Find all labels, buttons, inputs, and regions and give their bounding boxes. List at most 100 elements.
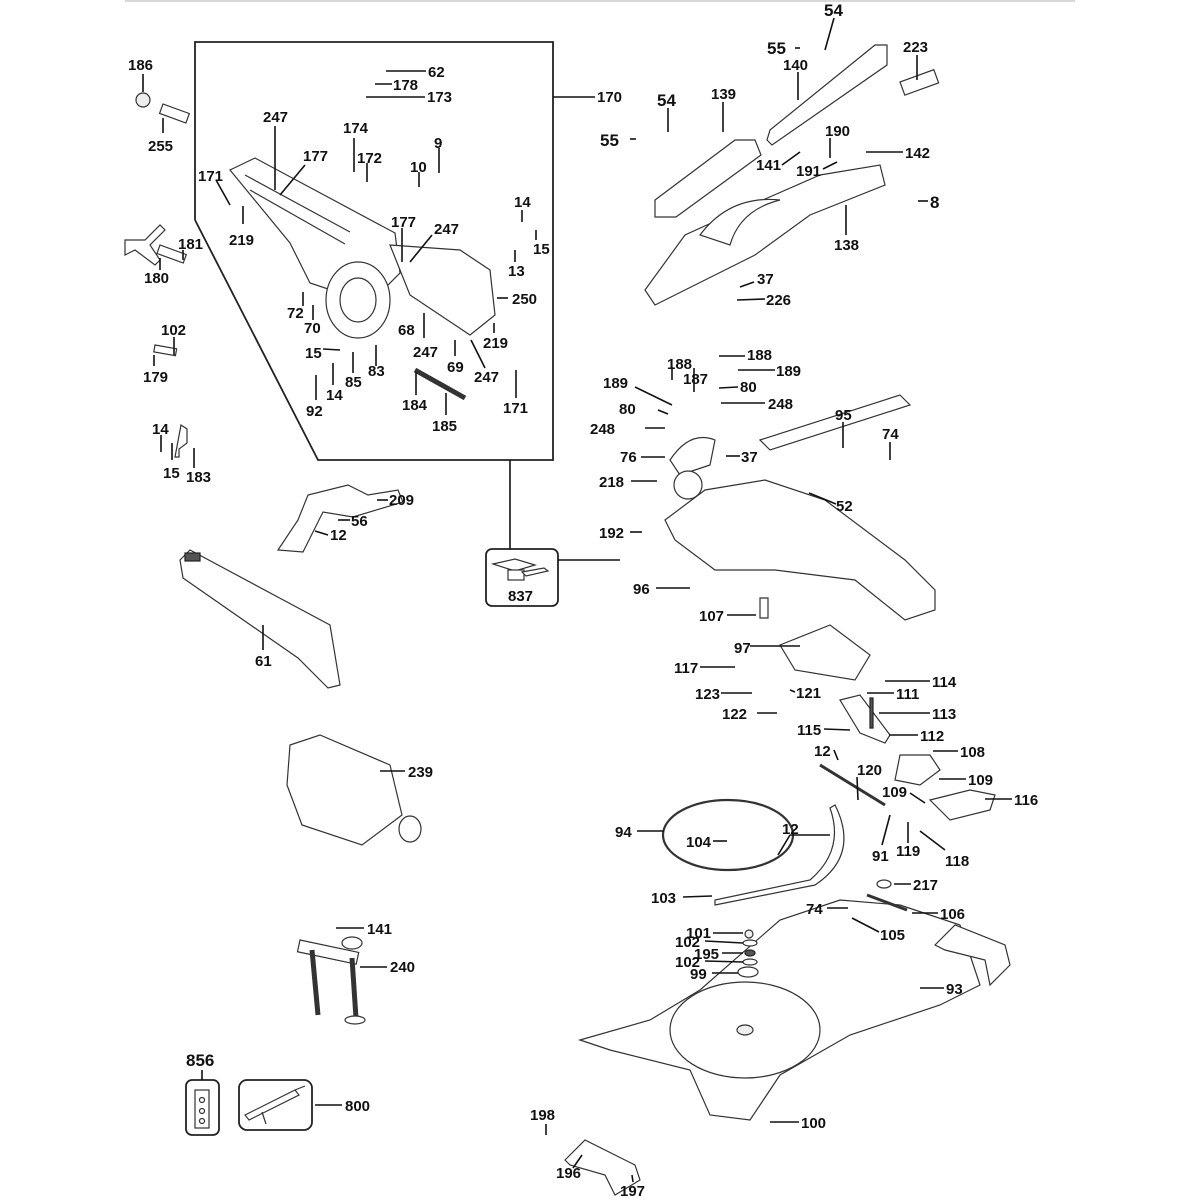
part-label[interactable]: 247	[413, 344, 438, 361]
part-label[interactable]: 189	[603, 375, 628, 392]
part-label[interactable]: 106	[940, 906, 965, 923]
switch-kit-box-856[interactable]	[185, 1070, 220, 1136]
part-label[interactable]: 55	[767, 39, 786, 58]
part-label[interactable]: 52	[836, 498, 853, 515]
part-label[interactable]: 180	[144, 270, 169, 287]
part-label[interactable]: 191	[796, 163, 821, 180]
part-label[interactable]: 8	[930, 193, 939, 212]
part-label[interactable]: 74	[806, 901, 823, 918]
part-label[interactable]: 83	[368, 363, 385, 380]
part-label[interactable]: 223	[903, 39, 928, 56]
part-label[interactable]: 141	[367, 921, 392, 938]
part-label[interactable]: 70	[304, 320, 321, 337]
part-label[interactable]: 247	[474, 369, 499, 386]
part-label[interactable]: 141	[756, 157, 781, 174]
part-label[interactable]: 37	[741, 449, 758, 466]
part-label[interactable]: 172	[357, 150, 382, 167]
part-label[interactable]: 114	[932, 674, 957, 691]
part-label[interactable]: 248	[590, 421, 615, 438]
part-label[interactable]: 117	[674, 660, 698, 677]
part-label[interactable]: 188	[667, 356, 692, 373]
part-label[interactable]: 184	[402, 397, 428, 414]
part-label[interactable]: 177	[391, 214, 416, 231]
part-label[interactable]: 109	[968, 772, 993, 789]
part-label[interactable]: 183	[186, 469, 211, 486]
part-label[interactable]: 94	[615, 824, 632, 841]
part-label[interactable]: 250	[512, 291, 537, 308]
part-label[interactable]: 12	[782, 821, 799, 838]
part-label[interactable]: 54	[657, 91, 676, 110]
part-label[interactable]: 219	[229, 232, 254, 249]
part-label[interactable]: 74	[882, 426, 899, 443]
part-label[interactable]: 68	[398, 322, 415, 339]
part-label[interactable]: 100	[801, 1115, 826, 1132]
part-label[interactable]: 195	[694, 946, 719, 963]
part-label[interactable]: 116	[1014, 792, 1038, 809]
part-label[interactable]: 171	[198, 168, 223, 185]
part-label[interactable]: 15	[163, 465, 180, 482]
part-label[interactable]: 196	[556, 1165, 581, 1182]
part-label[interactable]: 247	[263, 109, 288, 126]
part-label[interactable]: 189	[776, 363, 801, 380]
part-label[interactable]: 192	[599, 525, 624, 542]
part-label[interactable]: 54	[824, 1, 843, 20]
part-label[interactable]: 119	[896, 843, 920, 860]
part-label[interactable]: 12	[814, 743, 831, 760]
part-label[interactable]: 56	[351, 513, 368, 530]
part-label[interactable]: 102	[675, 934, 700, 951]
part-label[interactable]: 102	[675, 954, 700, 971]
part-label[interactable]: 69	[447, 359, 464, 376]
part-label[interactable]: 61	[255, 653, 272, 670]
part-label[interactable]: 178	[393, 77, 418, 94]
part-label[interactable]: 76	[620, 449, 637, 466]
part-label[interactable]: 12	[330, 527, 347, 544]
part-label[interactable]: 14	[514, 194, 531, 211]
part-label[interactable]: 122	[722, 706, 747, 723]
part-label[interactable]: 188	[747, 347, 772, 364]
part-label[interactable]: 856	[186, 1051, 214, 1070]
part-label[interactable]: 95	[835, 407, 852, 424]
part-label[interactable]: 14	[152, 421, 169, 438]
part-label[interactable]: 248	[768, 396, 793, 413]
part-label[interactable]: 190	[825, 123, 850, 140]
part-label[interactable]: 219	[483, 335, 508, 352]
part-label[interactable]: 93	[946, 981, 963, 998]
laser-kit-box-800[interactable]	[238, 1079, 342, 1131]
part-label[interactable]: 171	[503, 400, 528, 417]
part-label[interactable]: 103	[651, 890, 676, 907]
part-label[interactable]: 72	[287, 305, 304, 322]
part-label[interactable]: 120	[857, 762, 882, 779]
part-label[interactable]: 239	[408, 764, 433, 781]
part-label[interactable]: 10	[410, 159, 427, 176]
part-label[interactable]: 55	[600, 131, 619, 150]
part-label[interactable]: 226	[766, 292, 791, 309]
part-label[interactable]: 139	[711, 86, 736, 103]
part-label[interactable]: 91	[872, 848, 889, 865]
part-label[interactable]: 99	[690, 966, 707, 983]
part-label[interactable]: 62	[428, 64, 445, 81]
part-label[interactable]: 209	[389, 492, 414, 509]
part-label[interactable]: 174	[343, 120, 369, 137]
part-label[interactable]: 800	[345, 1098, 370, 1115]
part-label[interactable]: 107	[699, 608, 724, 625]
part-label[interactable]: 96	[633, 581, 650, 598]
part-label[interactable]: 111	[896, 686, 919, 703]
part-label[interactable]: 179	[143, 369, 168, 386]
part-label[interactable]: 247	[434, 221, 459, 238]
part-label[interactable]: 217	[913, 877, 938, 894]
part-label[interactable]: 187	[683, 371, 708, 388]
part-label[interactable]: 185	[432, 418, 457, 435]
part-label[interactable]: 92	[306, 403, 323, 420]
part-label[interactable]: 102	[161, 322, 186, 339]
part-label[interactable]: 138	[834, 237, 859, 254]
part-label[interactable]: 112	[920, 728, 944, 745]
part-label[interactable]: 14	[326, 387, 343, 404]
part-label[interactable]: 80	[740, 379, 757, 396]
part-label[interactable]: 173	[427, 89, 452, 106]
part-label[interactable]: 13	[508, 263, 525, 280]
part-label[interactable]: 170	[597, 89, 622, 106]
part-label[interactable]: 121	[796, 685, 821, 702]
part-label[interactable]: 181	[178, 236, 203, 253]
part-label[interactable]: 118	[945, 853, 969, 870]
part-label[interactable]: 837	[508, 588, 533, 605]
